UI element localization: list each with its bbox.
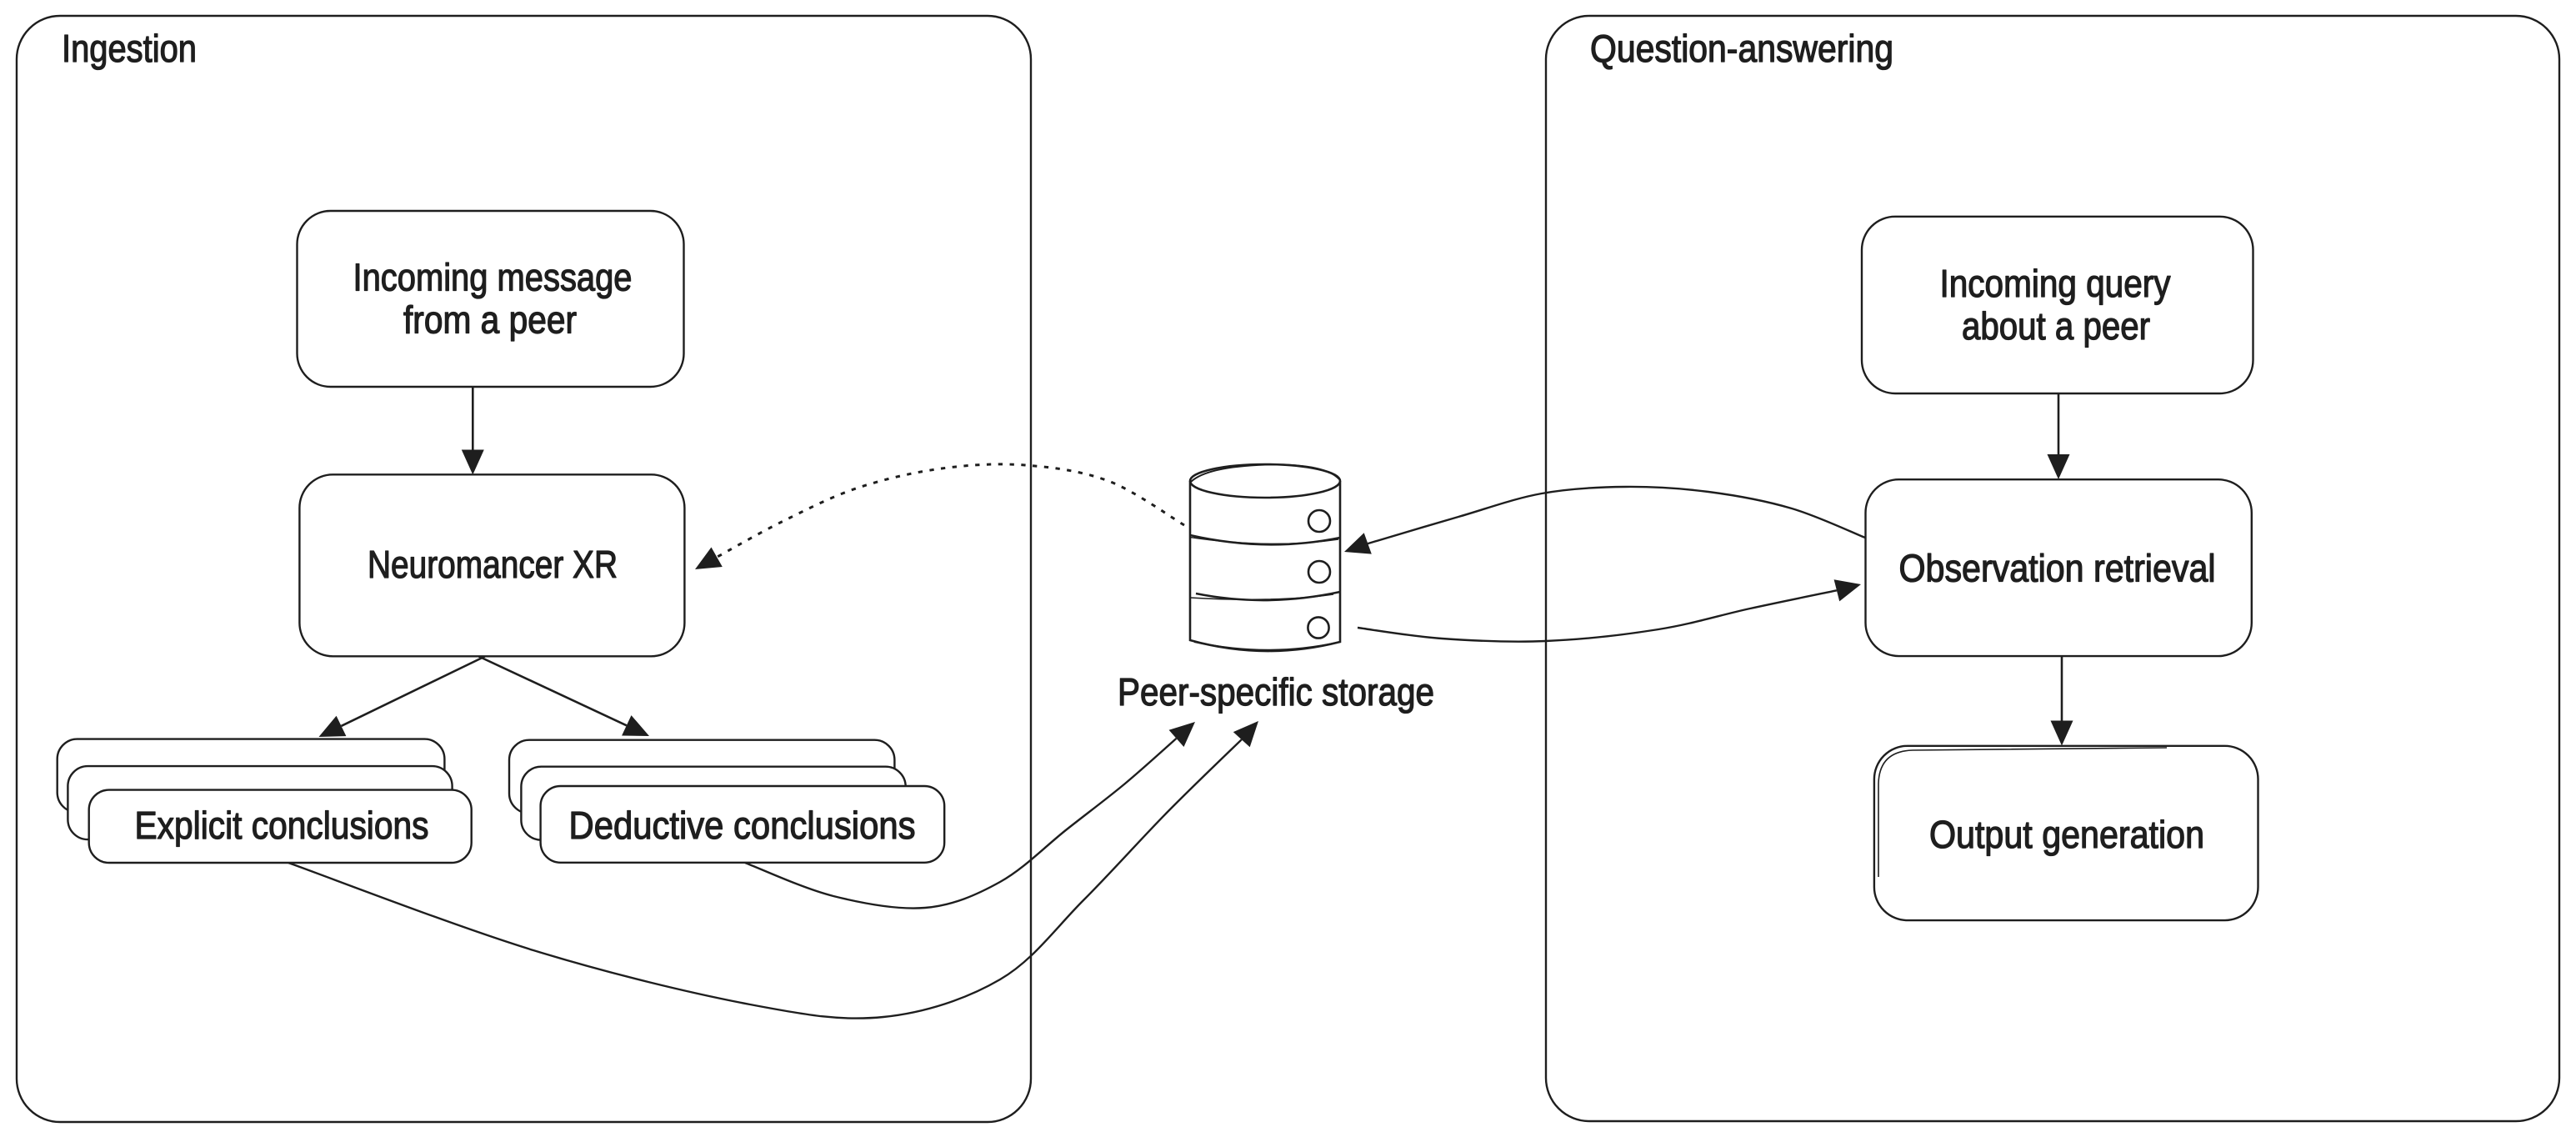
svg-text:Explicit conclusions: Explicit conclusions [135, 804, 429, 847]
svg-text:Output generation: Output generation [1929, 813, 2204, 856]
svg-text:Deductive conclusions: Deductive conclusions [569, 804, 916, 847]
svg-text:Peer-specific storage: Peer-specific storage [1118, 670, 1434, 714]
svg-text:Question-answering: Question-answering [1590, 27, 1893, 70]
svg-text:about a peer: about a peer [1962, 304, 2150, 348]
svg-text:Neuromancer XR: Neuromancer XR [368, 543, 618, 586]
svg-text:Incoming query: Incoming query [1940, 262, 2172, 305]
svg-text:Incoming message: Incoming message [353, 256, 633, 299]
svg-text:from a peer: from a peer [403, 298, 577, 342]
svg-text:Observation retrieval: Observation retrieval [1899, 547, 2216, 590]
svg-text:Ingestion: Ingestion [62, 27, 197, 70]
